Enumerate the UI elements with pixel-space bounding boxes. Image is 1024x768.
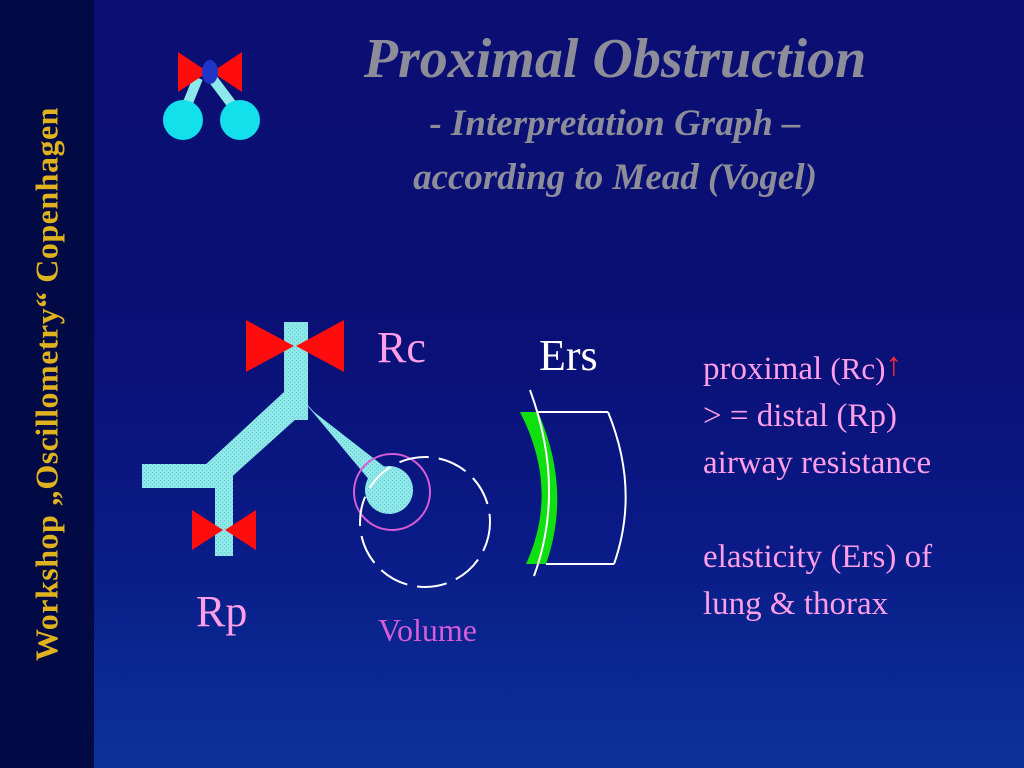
- ers-outer-arc: [607, 411, 627, 565]
- ers-label: Ers: [539, 331, 598, 380]
- note-line-2: > = distal (Rp): [703, 398, 897, 434]
- volume-label: Volume: [378, 612, 477, 648]
- page-title: Proximal Obstruction: [363, 28, 867, 90]
- logo-valve-right-icon: [212, 52, 242, 92]
- page-subtitle-2: according to Mead (Vogel): [413, 157, 817, 198]
- interpretation-notes: proximal (Rc)↑ > = distal (Rp) airway re…: [703, 345, 932, 628]
- left-bronchus: [204, 392, 306, 482]
- rp-label: Rp: [196, 587, 248, 636]
- ers-elastic-element: [520, 389, 627, 577]
- ers-inner-arc: [529, 389, 550, 577]
- logo-valve-stem-icon: [202, 60, 218, 84]
- note-line-4: elasticity (Ers) of: [703, 539, 933, 575]
- logo-valve-left-icon: [178, 52, 208, 92]
- rc-label: Rc: [377, 323, 426, 372]
- logo-right-lung-icon: [220, 100, 260, 140]
- peripheral-airway: [215, 470, 233, 556]
- sidebar: Workshop „Oscillometry“ Copenhagen: [0, 0, 94, 768]
- logo-left-lung-icon: [163, 100, 203, 140]
- note-line-3: airway resistance: [703, 445, 932, 481]
- arrow-up-icon: ↑: [885, 347, 903, 383]
- volume-circle-icon: [353, 453, 431, 531]
- note-rc-text: (Rc): [830, 351, 886, 386]
- note-line-1: proximal (Rc)↑: [703, 345, 932, 393]
- volume-expansion-dashed-circle: [359, 456, 491, 588]
- page-subtitle-1: - Interpretation Graph –: [429, 103, 801, 144]
- rp-valve-icon: [192, 510, 256, 550]
- airway-tree: [142, 322, 413, 556]
- side-branch: [142, 464, 228, 488]
- note-proximal-text: proximal: [703, 351, 831, 387]
- rc-valve-icon: [246, 320, 344, 372]
- ers-green-band: [520, 412, 558, 564]
- alveolus: [365, 466, 413, 514]
- note-line-5: lung & thorax: [703, 586, 889, 622]
